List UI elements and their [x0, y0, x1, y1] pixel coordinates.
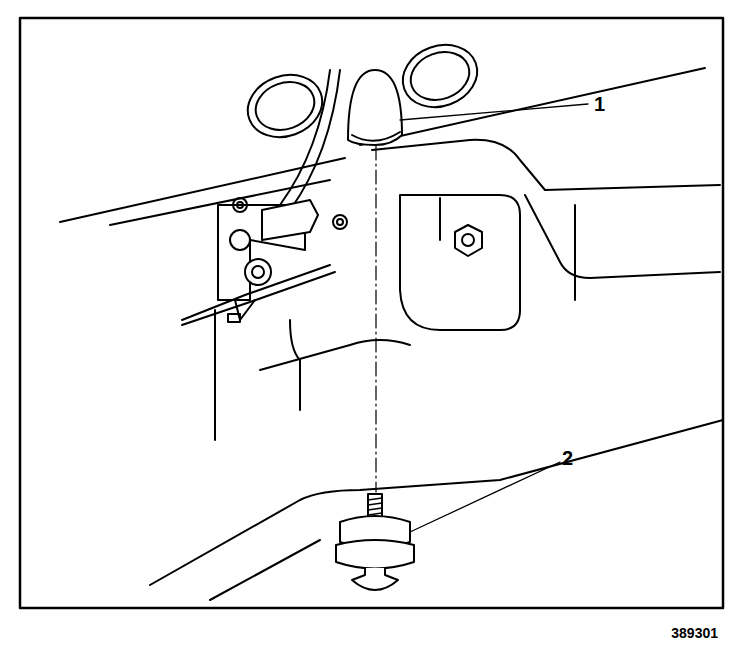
- mount-pad: [348, 70, 402, 145]
- grommets: [239, 35, 486, 147]
- nut: [455, 225, 482, 256]
- hose: [280, 70, 340, 210]
- frame: [20, 18, 723, 608]
- bumper-part: [336, 494, 414, 590]
- hinge: [182, 198, 347, 325]
- callout-number: 1: [594, 94, 605, 114]
- body-panel: [60, 68, 723, 600]
- figure-number: 389301: [671, 626, 718, 640]
- callout-number: 2: [562, 448, 573, 468]
- center-line: [375, 146, 376, 492]
- leader-lines: [400, 104, 588, 532]
